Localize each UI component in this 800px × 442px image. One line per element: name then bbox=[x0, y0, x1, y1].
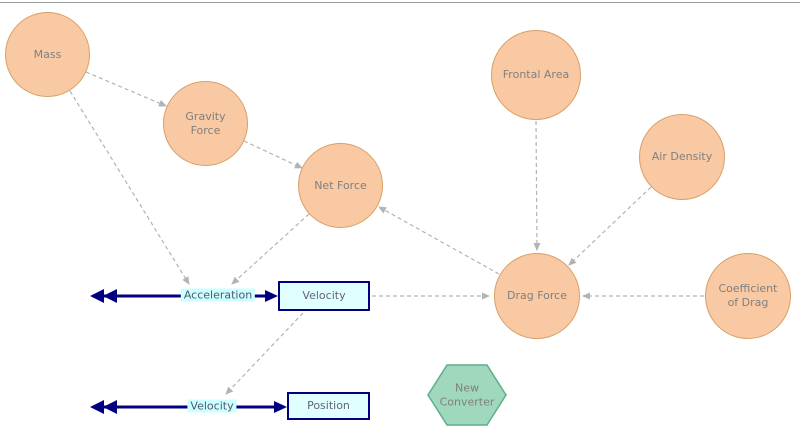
hexagon-shape bbox=[427, 364, 507, 426]
stock-position-label: Position bbox=[307, 399, 350, 413]
stock-velocity-label: Velocity bbox=[302, 289, 346, 303]
flow-arrowhead-left-outer bbox=[90, 400, 104, 414]
flow-arrowhead-right bbox=[274, 401, 287, 413]
link-velocity-stock-to-velocity-flow[interactable] bbox=[225, 312, 304, 395]
converter-air-density[interactable]: Air Density bbox=[639, 114, 725, 200]
converter-mass-label: Mass bbox=[33, 47, 62, 61]
converter-air-density-label: Air Density bbox=[651, 150, 713, 164]
flow-arrowhead-left-inner bbox=[103, 289, 117, 303]
link-mass-to-gravity-force[interactable] bbox=[85, 71, 167, 107]
stock-velocity[interactable]: Velocity bbox=[278, 281, 370, 311]
converter-coefficient-of-drag[interactable]: Coefficient of Drag bbox=[705, 253, 791, 339]
converter-drag-force[interactable]: Drag Force bbox=[494, 253, 580, 339]
canvas-top-border bbox=[0, 2, 800, 3]
link-air-density-to-drag-force[interactable] bbox=[568, 186, 652, 266]
link-mass-to-acceleration[interactable] bbox=[69, 90, 190, 285]
flow-arrowhead-left-outer bbox=[90, 289, 104, 303]
stock-position[interactable]: Position bbox=[287, 392, 370, 420]
converter-coefficient-of-drag-label: Coefficient of Drag bbox=[718, 282, 778, 309]
flow-arrowhead-left-inner bbox=[103, 400, 117, 414]
converter-mass[interactable]: Mass bbox=[5, 12, 90, 97]
flow-velocity-label[interactable]: Velocity bbox=[187, 399, 237, 413]
converter-gravity-force[interactable]: Gravity Force bbox=[163, 81, 248, 166]
converter-net-force-label: Net Force bbox=[314, 178, 367, 192]
converter-drag-force-label: Drag Force bbox=[507, 289, 567, 303]
flow-arrowhead-right bbox=[265, 290, 278, 302]
link-frontal-area-to-drag-force[interactable] bbox=[533, 120, 541, 251]
converter-new-converter[interactable] bbox=[427, 364, 507, 426]
link-drag-force-to-net-force[interactable] bbox=[378, 206, 500, 275]
link-gravity-force-to-net-force[interactable] bbox=[243, 140, 303, 169]
link-net-force-to-acceleration[interactable] bbox=[231, 213, 310, 285]
flow-acceleration-label[interactable]: Acceleration bbox=[180, 288, 256, 302]
converter-gravity-force-label: Gravity Force bbox=[185, 109, 226, 137]
converter-frontal-area[interactable]: Frontal Area bbox=[491, 30, 581, 120]
converter-net-force[interactable]: Net Force bbox=[298, 143, 383, 228]
converter-frontal-area-label: Frontal Area bbox=[502, 68, 570, 82]
converter-new-converter-label: New Converter bbox=[439, 381, 495, 408]
